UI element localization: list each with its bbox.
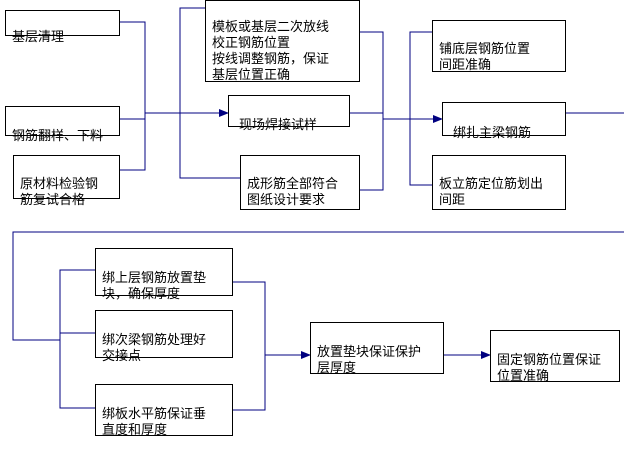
node-weld-test: 现场焊接试样 — [228, 95, 350, 133]
node-main-beam: 绑扎主梁钢筋 — [442, 102, 566, 141]
connector-left-bracket-2 — [59, 269, 95, 409]
node-formwork-check-label: 模板或基层二次放线 校正钢筋位置 按线调整钢筋，保证 基层位置正确 — [212, 20, 330, 83]
node-base-clean-label: 基层清理 — [12, 30, 65, 45]
node-secondary-beam-label: 绑次梁钢筋处理好 交接点 — [102, 333, 207, 364]
node-spacer-label: 放置垫块保证保护 层厚度 — [317, 345, 422, 376]
connector-lines — [12, 7, 624, 411]
node-secondary-beam: 绑次梁钢筋处理好 交接点 — [95, 310, 233, 364]
connector-right-bracket — [409, 31, 432, 186]
node-slab-rebar-label: 板立筋定位筋划出 间距 — [439, 177, 544, 208]
node-top-rebar: 绑上层钢筋放置垫 块，确保厚度 — [95, 248, 233, 302]
connector-base-clean — [120, 21, 146, 171]
node-material-test: 原材料检验钢 筋复试合格 — [13, 155, 120, 208]
node-fix-rebar: 固定钢筋位置保证 位置准确 — [490, 330, 620, 384]
node-rebar-cut-label: 钢筋翻样、下料 — [12, 129, 104, 144]
node-rebar-cut: 钢筋翻样、下料 — [5, 106, 120, 144]
node-spacer: 放置垫块保证保护 层厚度 — [310, 322, 444, 376]
node-slab-horizontal-label: 绑板水平筋保证垂 直度和厚度 — [102, 407, 207, 438]
node-base-clean: 基层清理 — [5, 10, 120, 45]
node-top-rebar-label: 绑上层钢筋放置垫 块，确保厚度 — [102, 271, 207, 302]
node-rebar-check: 成形筋全部符合 图纸设计要求 — [240, 155, 360, 210]
node-bottom-rebar-label: 铺底层钢筋位置 间距准确 — [439, 42, 531, 73]
node-material-test-label: 原材料检验钢 筋复试合格 — [20, 177, 99, 208]
connector-formwork — [179, 7, 240, 179]
node-bottom-rebar: 铺底层钢筋位置 间距准确 — [432, 20, 566, 73]
node-weld-test-label: 现场焊接试样 — [239, 118, 318, 133]
node-rebar-check-label: 成形筋全部符合 图纸设计要求 — [247, 177, 339, 208]
connector-row-wrap-2 — [12, 231, 624, 341]
node-main-beam-label: 绑扎主梁钢筋 — [453, 126, 532, 141]
node-formwork-check: 模板或基层二次放线 校正钢筋位置 按线调整钢筋，保证 基层位置正确 — [205, 0, 360, 83]
connector-right-bracket-2 — [233, 281, 266, 411]
node-fix-rebar-label: 固定钢筋位置保证 位置准确 — [497, 353, 602, 384]
node-slab-rebar: 板立筋定位筋划出 间距 — [432, 155, 566, 210]
connector-middle-right — [360, 31, 384, 191]
node-slab-horizontal: 绑板水平筋保证垂 直度和厚度 — [95, 384, 233, 438]
